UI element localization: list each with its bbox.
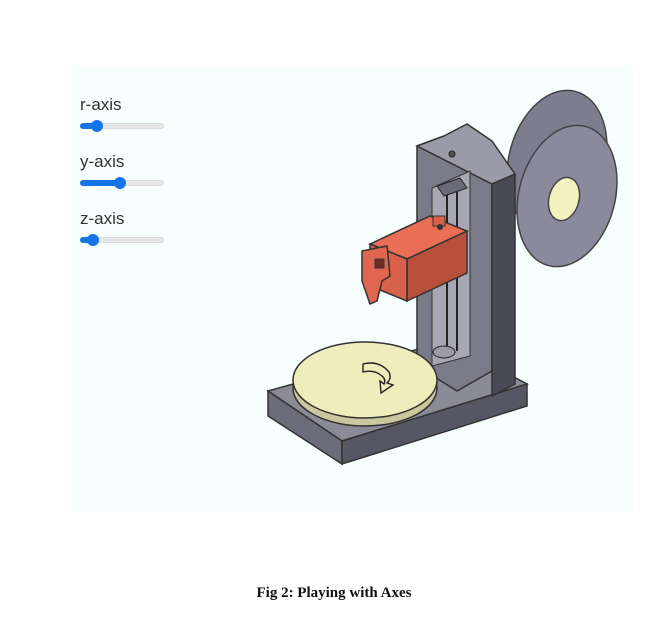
- z-axis-slider[interactable]: [80, 231, 164, 249]
- r-axis-control: r-axis: [80, 94, 200, 151]
- slider-fill: [80, 237, 93, 243]
- r-axis-slider[interactable]: [80, 117, 164, 135]
- printer-model[interactable]: [72, 66, 633, 512]
- slider-fill: [80, 180, 120, 186]
- rotating-plate: [292, 341, 438, 427]
- y-axis-label: y-axis: [80, 152, 125, 171]
- filament-spool: [506, 89, 618, 268]
- axis-controls: r-axis y-axis z-axis: [80, 94, 200, 265]
- slider-thumb[interactable]: [91, 120, 103, 132]
- slider-thumb[interactable]: [87, 234, 99, 246]
- print-head-carriage: [361, 215, 469, 306]
- y-axis-control: y-axis: [80, 151, 200, 208]
- slider-track: [80, 123, 164, 129]
- 3d-viewer[interactable]: r-axis y-axis z-axis: [72, 66, 633, 512]
- figure-caption: Fig 2: Playing with Axes: [256, 585, 412, 601]
- rotate-arrow-icon: [362, 362, 395, 395]
- z-axis-control: z-axis: [80, 208, 200, 265]
- slider-thumb[interactable]: [114, 177, 126, 189]
- y-axis-slider[interactable]: [80, 174, 164, 192]
- slider-fill: [80, 123, 97, 129]
- z-axis-label: z-axis: [80, 209, 125, 228]
- r-axis-label: r-axis: [80, 95, 122, 114]
- slider-track: [80, 237, 164, 243]
